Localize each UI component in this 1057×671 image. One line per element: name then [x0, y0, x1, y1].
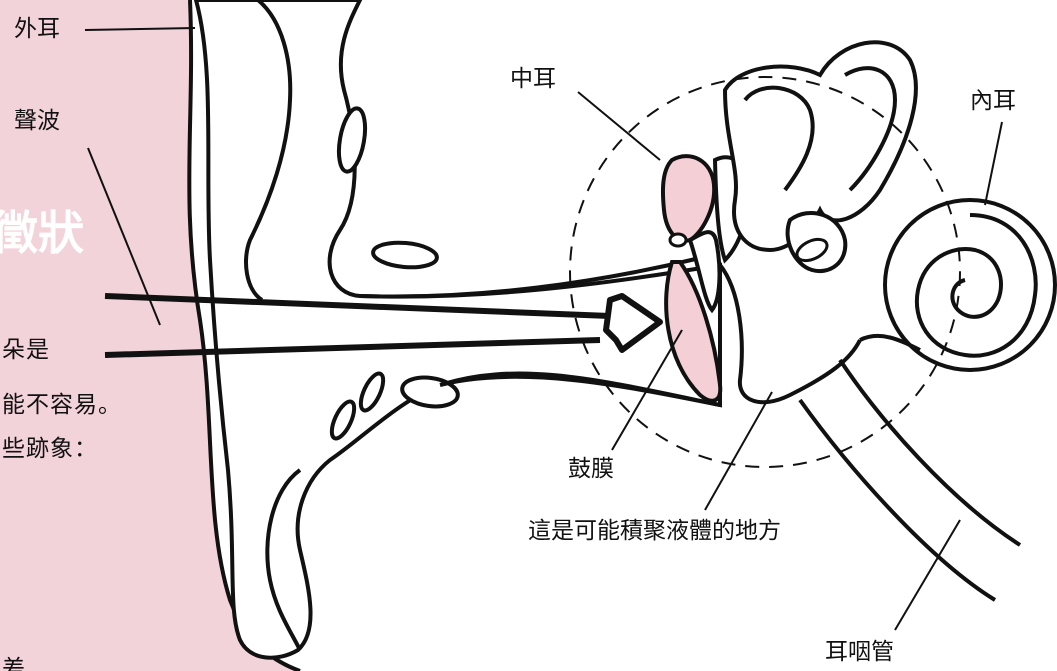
leader-eustachian-tube — [895, 520, 960, 630]
label-fluid-area: 這是可能積聚液體的地方 — [528, 520, 781, 543]
background-text-line-1: 朵是 — [2, 339, 50, 362]
label-outer-ear: 外耳 — [14, 18, 60, 41]
label-eardrum: 鼓膜 — [568, 458, 614, 481]
background-heading-fragment: 徵狀 — [0, 210, 84, 256]
label-middle-ear: 中耳 — [510, 68, 556, 91]
leader-middle-ear — [578, 92, 660, 160]
eustachian-tube-lower — [800, 400, 995, 600]
cartilage-oval-2 — [372, 240, 438, 269]
middle-ear-cavity — [720, 265, 860, 402]
ossicle-small — [670, 234, 686, 246]
leader-fluid-area — [705, 392, 772, 510]
background-text-line-2: 能不容易。 — [2, 394, 122, 417]
ossicle-malleus — [663, 156, 714, 241]
label-inner-ear: 內耳 — [970, 90, 1016, 113]
background-text-line-3: 些跡象： — [2, 438, 98, 461]
background-text-line-4: 差 — [2, 658, 26, 671]
label-eustachian-tube: 耳咽管 — [825, 641, 894, 664]
label-sound-wave: 聲波 — [14, 110, 60, 133]
eustachian-tube-upper — [840, 360, 1020, 545]
leader-inner-ear — [985, 122, 1002, 205]
